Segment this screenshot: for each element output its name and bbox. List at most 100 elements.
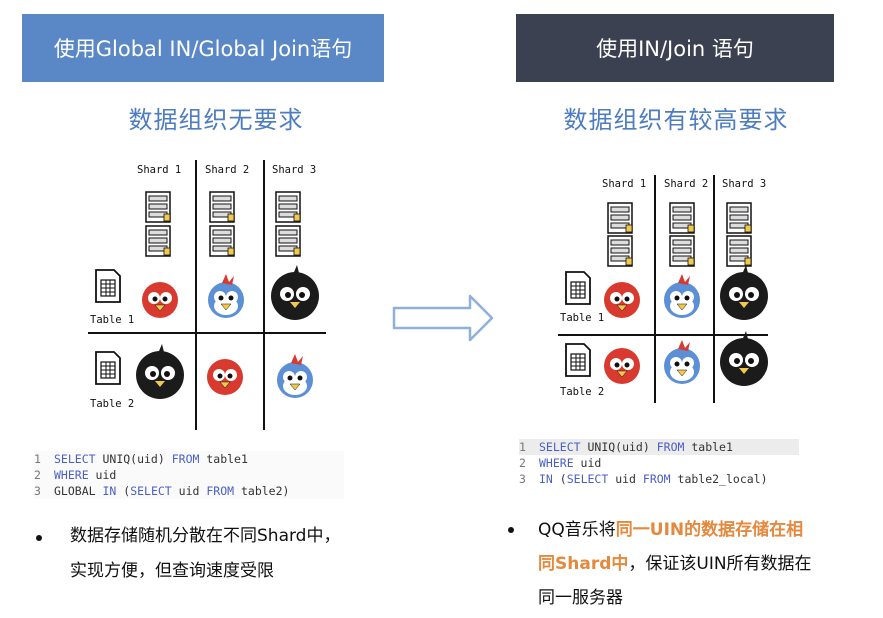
table-document-icon	[95, 269, 121, 303]
right-bullet-text: QQ音乐将	[538, 520, 616, 540]
sql-text: table1	[199, 452, 248, 466]
shard-label: Shard 1	[602, 178, 647, 190]
left-subtitle: 数据组织无要求	[128, 106, 304, 134]
shard-label: Shard 3	[272, 164, 317, 176]
sql-text: UNIQ(uid)	[95, 452, 172, 466]
code-line: 1 SELECT UNIQ(uid) FROM table1	[519, 439, 799, 455]
left-bullet-line2: 实现方便，但查询速度受限	[70, 561, 274, 581]
table-label: Table 1	[560, 312, 605, 324]
black-bird-icon	[271, 265, 319, 320]
shard-label: Shard 3	[722, 178, 767, 190]
database-icon	[209, 191, 235, 223]
sql-text: uid	[88, 468, 117, 482]
database-icon	[669, 235, 695, 267]
left-bullet-line1: 数据存储随机分散在不同Shard中，	[70, 526, 341, 546]
blue-bird-icon	[207, 273, 245, 319]
sql-text: uid	[171, 484, 207, 498]
table-document-icon	[565, 271, 591, 305]
database-icon	[726, 235, 752, 267]
left-header: 使用Global IN/Global Join语句	[22, 14, 384, 82]
sql-keyword: FROM	[206, 484, 235, 498]
right-bullet-highlight: 同Shard中	[538, 554, 629, 574]
code-line: 2 WHERE uid	[34, 467, 344, 483]
sql-text: uid	[573, 456, 602, 470]
right-bullet-text: 同一服务器	[538, 588, 623, 608]
line-number: 2	[519, 456, 526, 470]
sql-text: table2)	[234, 484, 290, 498]
right-header-label: 使用IN/Join 语句	[596, 37, 754, 61]
blue-bird-icon	[663, 273, 701, 319]
table-divider	[558, 334, 768, 336]
sql-text: table1	[684, 440, 733, 454]
code-line: 3 GLOBAL IN (SELECT uid FROM table2)	[34, 483, 344, 499]
red-bird-icon	[603, 281, 641, 319]
bullet-dot	[508, 527, 514, 533]
table-label: Table 2	[90, 398, 135, 410]
code-line: 1 SELECT UNIQ(uid) FROM table1	[34, 451, 344, 467]
table-label: Table 2	[560, 386, 605, 398]
red-bird-icon	[603, 347, 641, 385]
blue-bird-icon	[276, 353, 314, 399]
database-icon	[145, 225, 171, 257]
sql-text: UNIQ(uid)	[580, 440, 657, 454]
shard-divider	[654, 175, 656, 403]
sql-keyword: FROM	[656, 440, 685, 454]
shard-divider	[263, 160, 265, 430]
right-bullet: QQ音乐将同一UIN的数据存储在相 同Shard中，保证该UIN所有数据在 同一…	[538, 513, 868, 615]
right-header: 使用IN/Join 语句	[516, 14, 834, 82]
line-number: 3	[34, 484, 41, 498]
table-divider	[88, 332, 326, 334]
database-icon	[607, 235, 633, 267]
sql-keyword: SELECT	[54, 452, 96, 466]
sql-keyword: FROM	[642, 472, 671, 486]
sql-text: (	[552, 472, 567, 486]
sql-keyword: WHERE	[54, 468, 89, 482]
table-document-icon	[565, 343, 591, 377]
line-number: 3	[519, 472, 526, 486]
table-document-icon	[95, 351, 121, 385]
bullet-dot	[36, 535, 42, 541]
sql-text: table2_local)	[670, 472, 768, 486]
sql-text: (	[116, 484, 131, 498]
database-icon	[726, 202, 752, 234]
database-icon	[669, 202, 695, 234]
line-number: 1	[519, 440, 526, 454]
right-subtitle: 数据组织有较高要求	[563, 106, 789, 134]
right-arrow-icon	[392, 294, 494, 342]
black-bird-icon	[720, 331, 768, 386]
left-header-label: 使用Global IN/Global Join语句	[53, 37, 353, 61]
blue-bird-icon	[663, 339, 701, 385]
shard-label: Shard 2	[205, 164, 250, 176]
sql-keyword: IN	[539, 472, 553, 486]
sql-keyword: SELECT	[566, 472, 609, 486]
line-number: 2	[34, 468, 41, 482]
database-icon	[275, 191, 301, 223]
black-bird-icon	[720, 265, 768, 320]
red-bird-icon	[206, 358, 244, 396]
shard-label: Shard 1	[137, 164, 182, 176]
database-icon	[275, 225, 301, 257]
sql-keyword: FROM	[171, 452, 200, 466]
sql-text: GLOBAL	[54, 484, 103, 498]
line-number: 1	[34, 452, 41, 466]
right-bullet-text: ，保证该UIN所有数据在	[628, 554, 812, 574]
left-bullet: 数据存储随机分散在不同Shard中， 实现方便，但查询速度受限	[70, 521, 400, 586]
sql-keyword: SELECT	[539, 440, 581, 454]
sql-keyword: IN	[102, 484, 117, 498]
red-bird-icon	[141, 281, 179, 319]
database-icon	[607, 202, 633, 234]
black-bird-icon	[136, 344, 184, 399]
shard-divider	[713, 175, 715, 403]
sql-keyword: SELECT	[130, 484, 172, 498]
shard-divider	[195, 160, 197, 430]
sql-keyword: WHERE	[539, 456, 574, 470]
table-label: Table 1	[90, 314, 135, 326]
database-icon	[145, 191, 171, 223]
right-bullet-highlight: 同一UIN的数据存储在相	[615, 520, 804, 540]
code-line: 2 WHERE uid	[519, 455, 799, 471]
